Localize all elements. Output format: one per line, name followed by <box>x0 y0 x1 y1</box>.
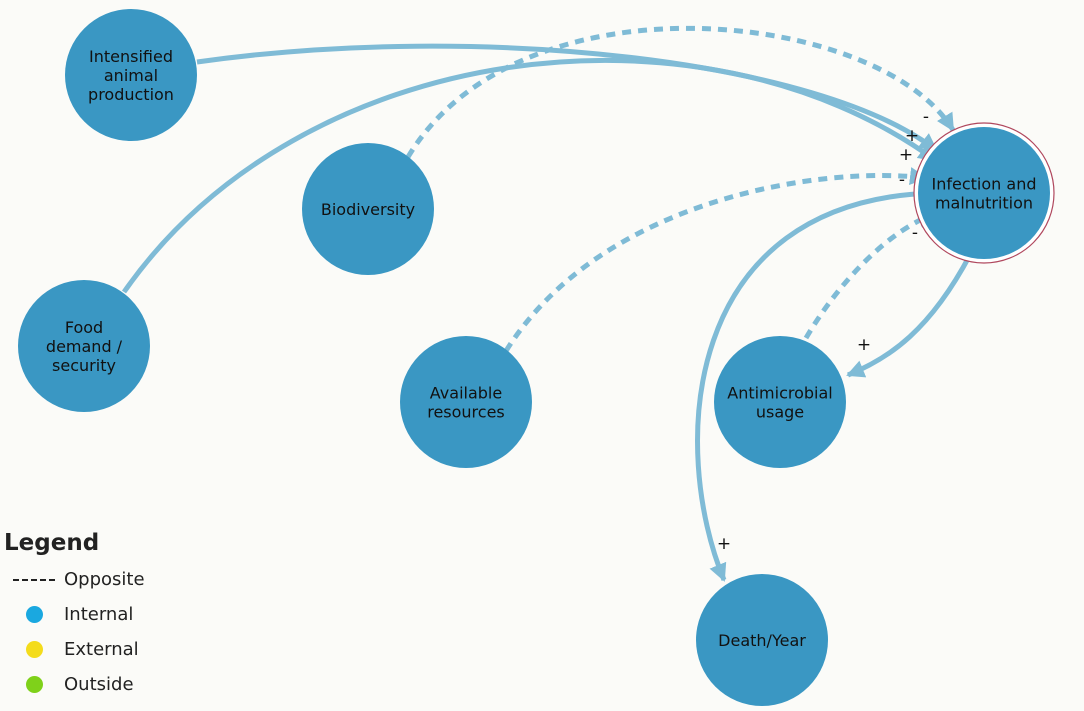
edge-sign-infection-to-antimicrobial: + <box>857 335 871 355</box>
edge-sign-antimicrobial-to-infection: - <box>912 223 918 243</box>
outside-dot-icon <box>25 676 43 693</box>
edge-food-to-infection <box>121 58 937 294</box>
legend-item-opposite: Opposite <box>4 562 204 597</box>
edge-resources-to-infection <box>503 167 928 353</box>
nodes-layer: IntensifiedanimalproductionBiodiversityF… <box>18 9 1055 706</box>
edges-layer <box>121 25 973 582</box>
edge-sign-biodiversity-to-infection: - <box>923 107 929 127</box>
node-label-biodiversity: Biodiversity <box>321 200 415 219</box>
legend-label: Internal <box>64 604 134 625</box>
node-label-intensified: production <box>88 85 174 104</box>
node-label-death: Death/Year <box>718 631 806 650</box>
edge-sign-intensified-to-infection: + <box>905 126 919 146</box>
node-circle-death[interactable] <box>696 574 828 706</box>
node-label-infection: malnutrition <box>935 194 1033 213</box>
edge-sign-resources-to-infection: - <box>899 170 905 190</box>
node-death[interactable]: Death/Year <box>696 574 828 706</box>
node-circle-food[interactable] <box>18 280 150 412</box>
node-label-resources: resources <box>427 403 505 422</box>
legend-label: External <box>64 639 139 660</box>
edge-antimicrobial-to-infection <box>803 211 936 340</box>
edge-infection-to-death <box>695 190 935 582</box>
legend-item-outside: Outside <box>4 667 204 702</box>
edge-intensified-to-infection <box>196 43 938 152</box>
node-circle-antimicrobial[interactable] <box>714 336 846 468</box>
node-label-intensified: animal <box>104 66 158 85</box>
legend-item-internal: Internal <box>4 597 204 632</box>
dashed-line-icon <box>13 578 55 581</box>
edge-infection-to-antimicrobial <box>846 253 973 378</box>
node-label-food: demand / <box>46 337 123 356</box>
legend-title: Legend <box>4 530 100 556</box>
internal-dot-icon <box>25 606 43 623</box>
external-dot-icon <box>25 641 43 658</box>
signs-layer: ++---++ <box>717 107 929 554</box>
legend-label: Opposite <box>64 569 145 590</box>
node-circle-intensified[interactable] <box>65 9 197 141</box>
node-biodiversity[interactable]: Biodiversity <box>302 143 434 275</box>
node-circle-biodiversity[interactable] <box>302 143 434 275</box>
legend: Legend Opposite Internal External Outsid… <box>4 530 204 702</box>
node-label-resources: Available <box>430 384 502 403</box>
legend-label: Outside <box>64 674 134 695</box>
node-label-antimicrobial: usage <box>756 403 804 422</box>
node-label-intensified: Intensified <box>89 47 173 66</box>
node-label-food: security <box>52 356 116 375</box>
edge-biodiversity-to-infection <box>405 25 956 159</box>
edge-sign-food-to-infection: + <box>899 145 913 165</box>
node-label-infection: Infection and <box>932 175 1037 194</box>
node-label-food: Food <box>65 318 103 337</box>
legend-item-external: External <box>4 632 204 667</box>
node-label-antimicrobial: Antimicrobial <box>727 384 833 403</box>
edge-sign-infection-to-death: + <box>717 534 731 554</box>
node-circle-resources[interactable] <box>400 336 532 468</box>
node-circle-infection[interactable] <box>918 127 1050 259</box>
